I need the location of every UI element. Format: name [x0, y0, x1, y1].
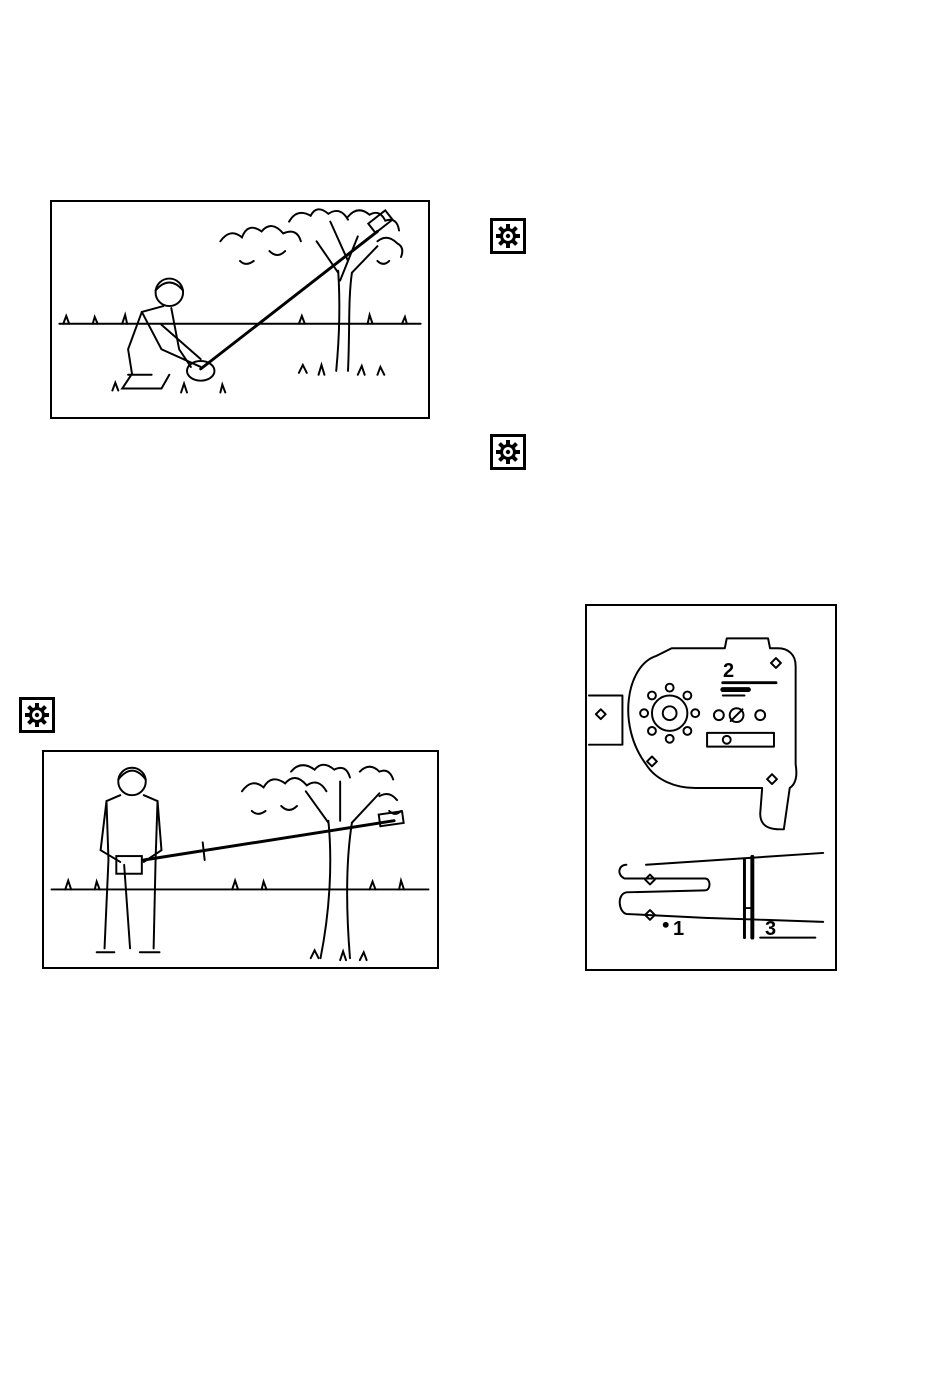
- standing-pruning-illustration: [42, 750, 439, 969]
- chain-bar-detail-illustration: 1 2 3: [585, 604, 837, 971]
- callout-label-2: 2: [723, 661, 734, 681]
- gear-icon: [490, 434, 526, 470]
- gear-icon: [19, 697, 55, 733]
- callout-label-3: 3: [765, 919, 776, 939]
- callout-label-1: 1: [673, 919, 684, 939]
- gear-icon: [490, 218, 526, 254]
- kneeling-pruning-illustration: [50, 200, 430, 419]
